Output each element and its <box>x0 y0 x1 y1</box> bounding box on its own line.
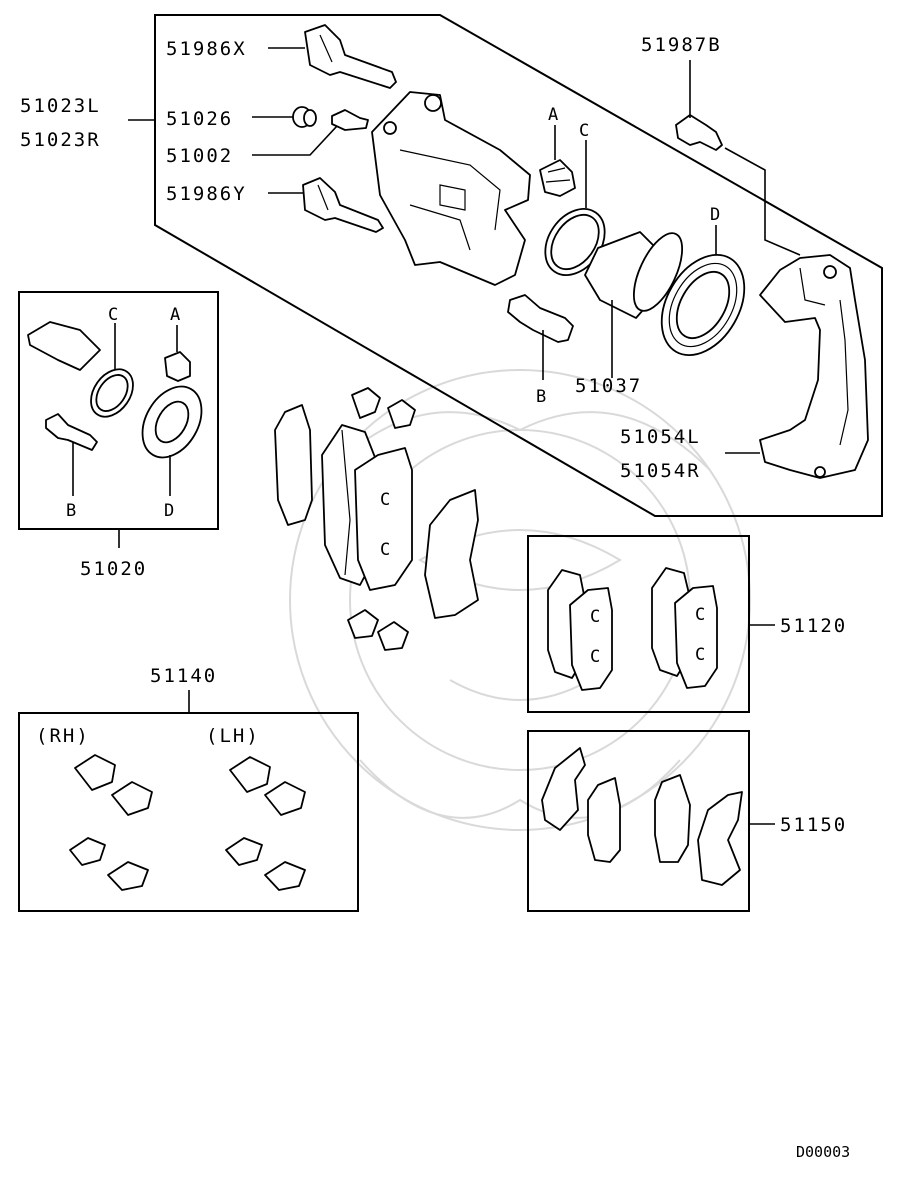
kit-label-d: D <box>164 501 174 521</box>
label-51054r: 51054R <box>620 460 701 482</box>
label-51150: 51150 <box>780 814 847 836</box>
label-51140: 51140 <box>150 665 217 687</box>
label-51037: 51037 <box>575 375 642 397</box>
svg-text:C: C <box>695 605 705 625</box>
guide-pin-x <box>304 24 397 89</box>
mounting-bolt <box>675 114 723 151</box>
shim-set-parts <box>541 747 743 886</box>
kit-boot-a <box>164 351 191 382</box>
svg-text:C: C <box>590 647 600 667</box>
caliper-group-outline <box>154 14 883 517</box>
kit-bolt-b <box>45 413 98 451</box>
label-51987b: 51987B <box>641 34 722 56</box>
pad-set-left: C C <box>547 569 613 691</box>
label-51002: 51002 <box>166 145 233 167</box>
label-51986y: 51986Y <box>166 183 247 205</box>
brake-pad-outer: C C <box>354 447 413 591</box>
pad-set-box <box>527 535 750 713</box>
kit-label-c: C <box>108 305 118 325</box>
svg-text:C: C <box>590 607 600 627</box>
pad-clips-bottom <box>347 609 409 651</box>
label-lh: (LH) <box>206 725 260 747</box>
bleeder-screw <box>331 109 369 131</box>
grease-packet <box>27 321 101 371</box>
pad-shim-left <box>274 404 313 526</box>
label-rh: (RH) <box>36 725 90 747</box>
watermark-emblem <box>289 369 751 831</box>
caliper-body <box>371 91 531 286</box>
svg-text:C: C <box>695 645 705 665</box>
pad-shim-right <box>424 489 479 619</box>
pin-boot-a <box>539 159 576 197</box>
label-a: A <box>548 105 558 125</box>
pad-set-right: C C <box>651 567 718 689</box>
piston <box>584 231 684 319</box>
label-d: D <box>710 205 720 225</box>
kit-label-b: B <box>66 501 76 521</box>
label-51054l: 51054L <box>620 426 701 448</box>
bleeder-cap <box>292 106 317 128</box>
diagram-code: D00003 <box>796 1143 850 1161</box>
label-51023l: 51023L <box>20 95 101 117</box>
label-51120: 51120 <box>780 615 847 637</box>
piston-seal-c <box>544 208 606 276</box>
sleeve-bolt-b <box>507 294 574 343</box>
shim-set-box <box>527 730 750 912</box>
dust-boot-d <box>660 253 746 357</box>
kit-label-a: A <box>170 305 180 325</box>
svg-text:C: C <box>380 540 390 560</box>
label-51986x: 51986X <box>166 38 247 60</box>
caliper-support <box>759 254 869 479</box>
kit-boot-d <box>141 385 203 459</box>
label-51020: 51020 <box>80 558 147 580</box>
pad-clips-top <box>351 387 416 429</box>
clips-rh <box>69 754 153 891</box>
label-b: B <box>536 387 546 407</box>
clip-kit-box <box>18 712 359 912</box>
guide-pin-y <box>302 177 384 233</box>
clips-lh <box>225 756 306 891</box>
kit-seal-c <box>90 368 134 418</box>
svg-text:C: C <box>380 490 390 510</box>
label-51023r: 51023R <box>20 129 101 151</box>
label-c: C <box>579 121 589 141</box>
label-51026: 51026 <box>166 108 233 130</box>
